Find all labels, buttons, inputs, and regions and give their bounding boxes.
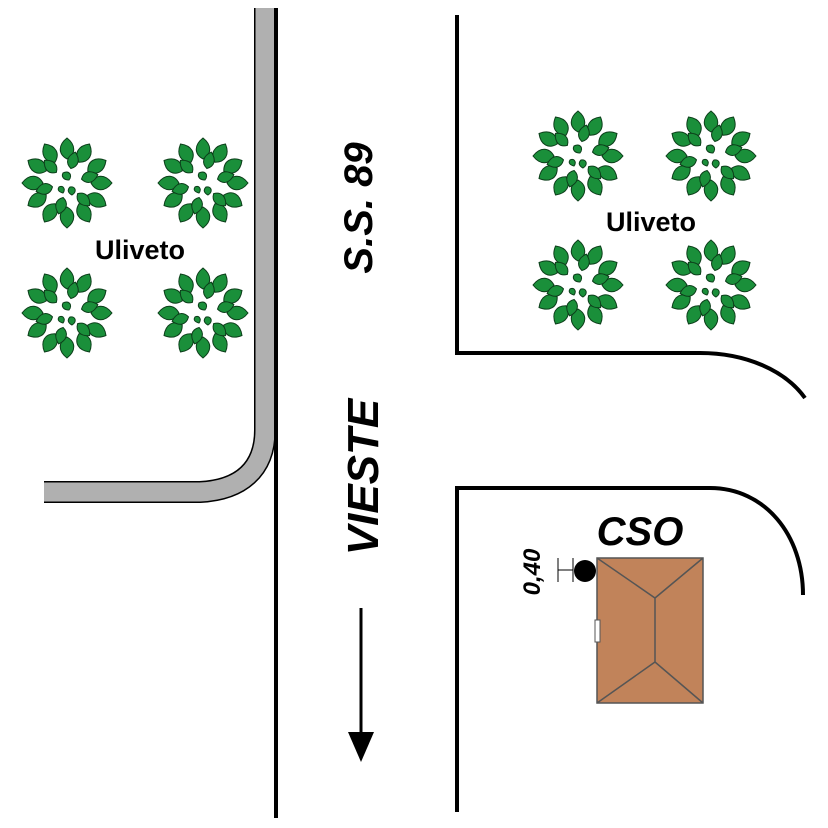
olive-grove-label: Uliveto <box>606 207 696 237</box>
cso-label: CSO <box>597 510 684 554</box>
olive-tree-icon <box>532 239 624 331</box>
road-right-edge-lower <box>455 486 805 812</box>
direction-arrow-icon <box>348 608 374 762</box>
olive-tree-icon <box>665 110 757 202</box>
olive-tree-icon <box>21 137 113 229</box>
distance-dimension <box>557 558 574 582</box>
left-boundary-wall-fill <box>44 8 275 502</box>
left-olive-grove: Uliveto <box>21 137 249 359</box>
olive-tree-icon <box>157 137 249 229</box>
olive-tree-icon <box>21 267 113 359</box>
building-door <box>594 619 601 643</box>
right-olive-grove: Uliveto <box>532 110 757 331</box>
olive-tree-icon <box>157 267 249 359</box>
cso-marker <box>574 560 596 582</box>
olive-grove-label: Uliveto <box>95 235 185 265</box>
olive-tree-icon <box>665 239 757 331</box>
road-right-edge-upper <box>455 15 807 400</box>
distance-label: 0,40 <box>519 548 546 595</box>
road-name-label: S.S. 89 <box>337 142 381 274</box>
olive-tree-icon <box>532 110 624 202</box>
direction-label: VIESTE <box>339 397 388 555</box>
building-roof-plan <box>594 557 704 704</box>
